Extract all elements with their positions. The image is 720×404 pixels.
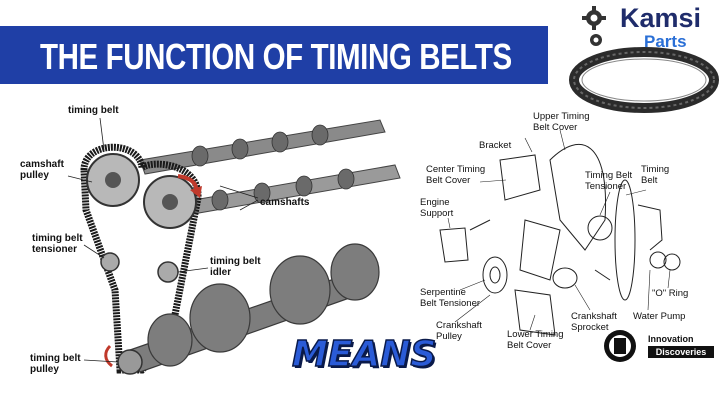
engine-timing-diagram <box>67 117 401 375</box>
exploded-view-diagram <box>439 129 681 336</box>
brand-logo <box>582 6 606 46</box>
crank-pulley <box>117 349 143 375</box>
means-overlay-text: MEANS <box>291 333 437 376</box>
rotation-arrow-icon <box>104 344 113 368</box>
label-serpentine: Serpentine Belt Tensioner <box>420 287 481 309</box>
label-upper-cover: Upper Timing Belt Cover <box>533 111 590 133</box>
camshafts <box>139 119 401 219</box>
camshaft-pulley <box>86 153 197 229</box>
label-water-pump: Water Pump <box>633 311 686 322</box>
label-belt-pulley: timing belt pulley <box>30 353 81 375</box>
label-o-ring: "O" Ring <box>652 288 689 299</box>
label-crank-pulley: Crankshaft Pulley <box>436 320 482 342</box>
label-timing-belt: timing belt <box>68 105 119 116</box>
label-idler: timing belt idler <box>210 256 261 278</box>
logo-text-primary: Kamsi <box>620 3 702 33</box>
gear-icon <box>582 6 606 46</box>
label-tensioner: timing belt tensioner <box>32 233 83 255</box>
label-lower-cover: Lower Timing Belt Cover <box>507 329 564 351</box>
timing-belt-product-image <box>569 47 719 113</box>
label-engine-support: Engine Support <box>420 197 454 219</box>
logo-text-secondary: Parts <box>644 32 687 51</box>
badge-line2: Discoveries <box>648 346 714 358</box>
badge-line1: Innovation <box>648 334 694 344</box>
label-crank-sprocket: Crankshaft Sprocket <box>571 311 617 333</box>
label-bracket: Bracket <box>479 140 512 151</box>
label-camshafts: camshafts <box>260 197 310 208</box>
label-timing-belt-right: Timing Belt <box>641 164 670 186</box>
label-belt-tensioner: Timing Belt Tensioner <box>585 170 633 192</box>
idler-pulley <box>157 261 179 283</box>
label-camshaft-pulley: camshaft pulley <box>20 159 64 181</box>
crankshaft <box>129 243 380 373</box>
title-banner <box>0 26 548 84</box>
innovation-logo-icon <box>604 330 636 362</box>
tensioner-pulley <box>100 252 120 272</box>
page-title: THE FUNCTION OF TIMING BELTS <box>40 36 512 77</box>
label-center-cover: Center Timing Belt Cover <box>426 164 486 186</box>
